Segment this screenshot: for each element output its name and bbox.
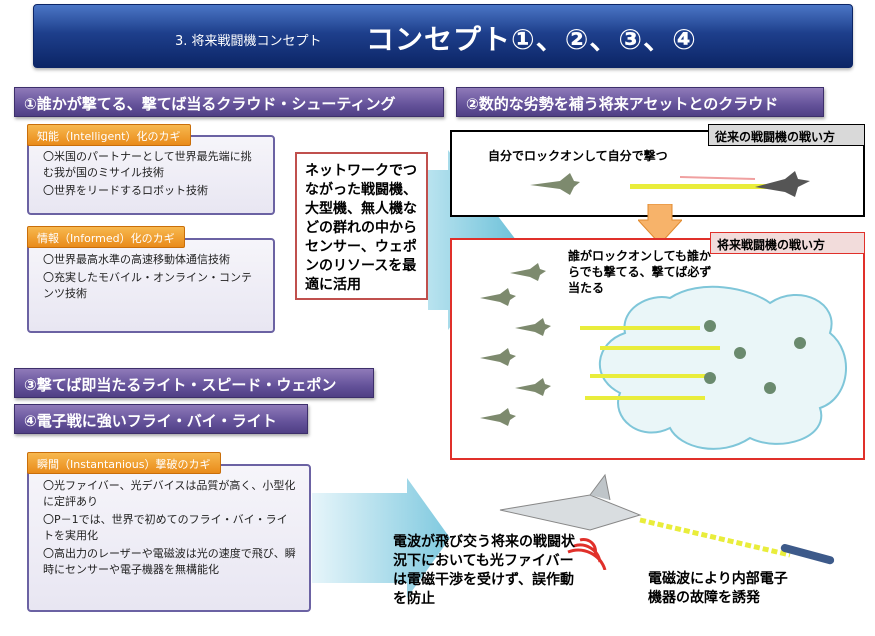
fbl-illustration bbox=[499, 473, 835, 570]
enemy-jet-icon bbox=[755, 171, 810, 197]
jet-icon bbox=[530, 173, 580, 195]
intelligent-item-1: 〇米国のパートナーとして世界最先端に挑む我が国のミサイル技術 bbox=[43, 150, 252, 179]
missile-icon bbox=[780, 544, 835, 565]
fbl-arrow-icon bbox=[312, 478, 450, 598]
old-fight-text: 自分でロックオンして自分で撃つ bbox=[488, 149, 668, 163]
page-title: コンセプト①、②、③、④ bbox=[366, 23, 697, 56]
fbl-description: 電波が飛び交う将来の戦闘状況下においても光ファイバーは電磁干渉を受けず、誤作動を… bbox=[393, 534, 575, 607]
instantaneous-key-box: 〇光ファイバー、光デバイスは品質が高く、小型化に定評あり 〇P－1では、世界で初… bbox=[27, 464, 311, 612]
new-fight-illustration bbox=[480, 263, 847, 450]
transition-arrow-icon bbox=[638, 204, 682, 244]
page-subtitle: 3. 将来戦闘機コンセプト bbox=[175, 34, 322, 49]
informed-item-2: 〇充実したモバイル・オンライン・コンテンツ技術 bbox=[43, 271, 252, 300]
old-fight-illustration bbox=[530, 171, 810, 197]
concept-2-heading: ②数的な劣勢を補う将来アセットとのクラウド bbox=[456, 87, 824, 117]
new-fight-text: 誰がロックオンしても誰からでも撃てる、撃てば必ず当たる bbox=[568, 249, 712, 295]
instantaneous-item-3: 〇高出力のレーザーや電磁波は光の速度で飛び、瞬時にセンサーや電子機器を無構能化 bbox=[43, 547, 296, 576]
instantaneous-item-2: 〇P－1では、世界で初めてのフライ・バイ・ライトを実用化 bbox=[43, 513, 288, 542]
intelligent-key-box: 〇米国のパートナーとして世界最先端に挑む我が国のミサイル技術 〇世界をリードする… bbox=[27, 135, 275, 215]
concept-3-heading: ③撃てば即当たるライト・スピード・ウェポン bbox=[14, 368, 374, 398]
new-fight-tag: 将来戦闘機の戦い方 bbox=[710, 232, 865, 254]
title-bar bbox=[33, 4, 853, 68]
informed-key-box: 〇世界最高水準の高速移動体通信技術 〇充実したモバイル・オンライン・コンテンツ技… bbox=[27, 238, 275, 333]
jet-swarm-icon bbox=[480, 263, 551, 426]
instantaneous-item-1: 〇光ファイバー、光デバイスは品質が高く、小型化に定評あり bbox=[43, 479, 296, 508]
concept-1-heading: ①誰かが撃てる、撃てば当るクラウド・シューティング bbox=[14, 87, 444, 117]
informed-key-label: 情報（Informed）化のカギ bbox=[27, 226, 185, 248]
informed-item-1: 〇世界最高水準の高速移動体通信技術 bbox=[43, 253, 230, 266]
intelligent-key-label: 知能（Intelligent）化のカギ bbox=[27, 124, 191, 146]
em-description: 電磁波により内部電子機器の故障を誘発 bbox=[648, 571, 788, 606]
aircraft-icon bbox=[499, 494, 642, 531]
network-description: ネットワークでつながった戦闘機、大型機、無人機などの群れの中からセンサー、ウェポ… bbox=[295, 152, 428, 300]
concept-4-heading: ④電子戦に強いフライ・バイ・ライト bbox=[14, 404, 308, 434]
old-fight-tag: 従来の戦闘機の戦い方 bbox=[708, 124, 865, 146]
cloud-icon bbox=[598, 285, 847, 450]
intelligent-item-2: 〇世界をリードするロボット技術 bbox=[43, 184, 208, 197]
instantaneous-key-label: 瞬間（Instantanious）撃破のカギ bbox=[27, 452, 221, 474]
